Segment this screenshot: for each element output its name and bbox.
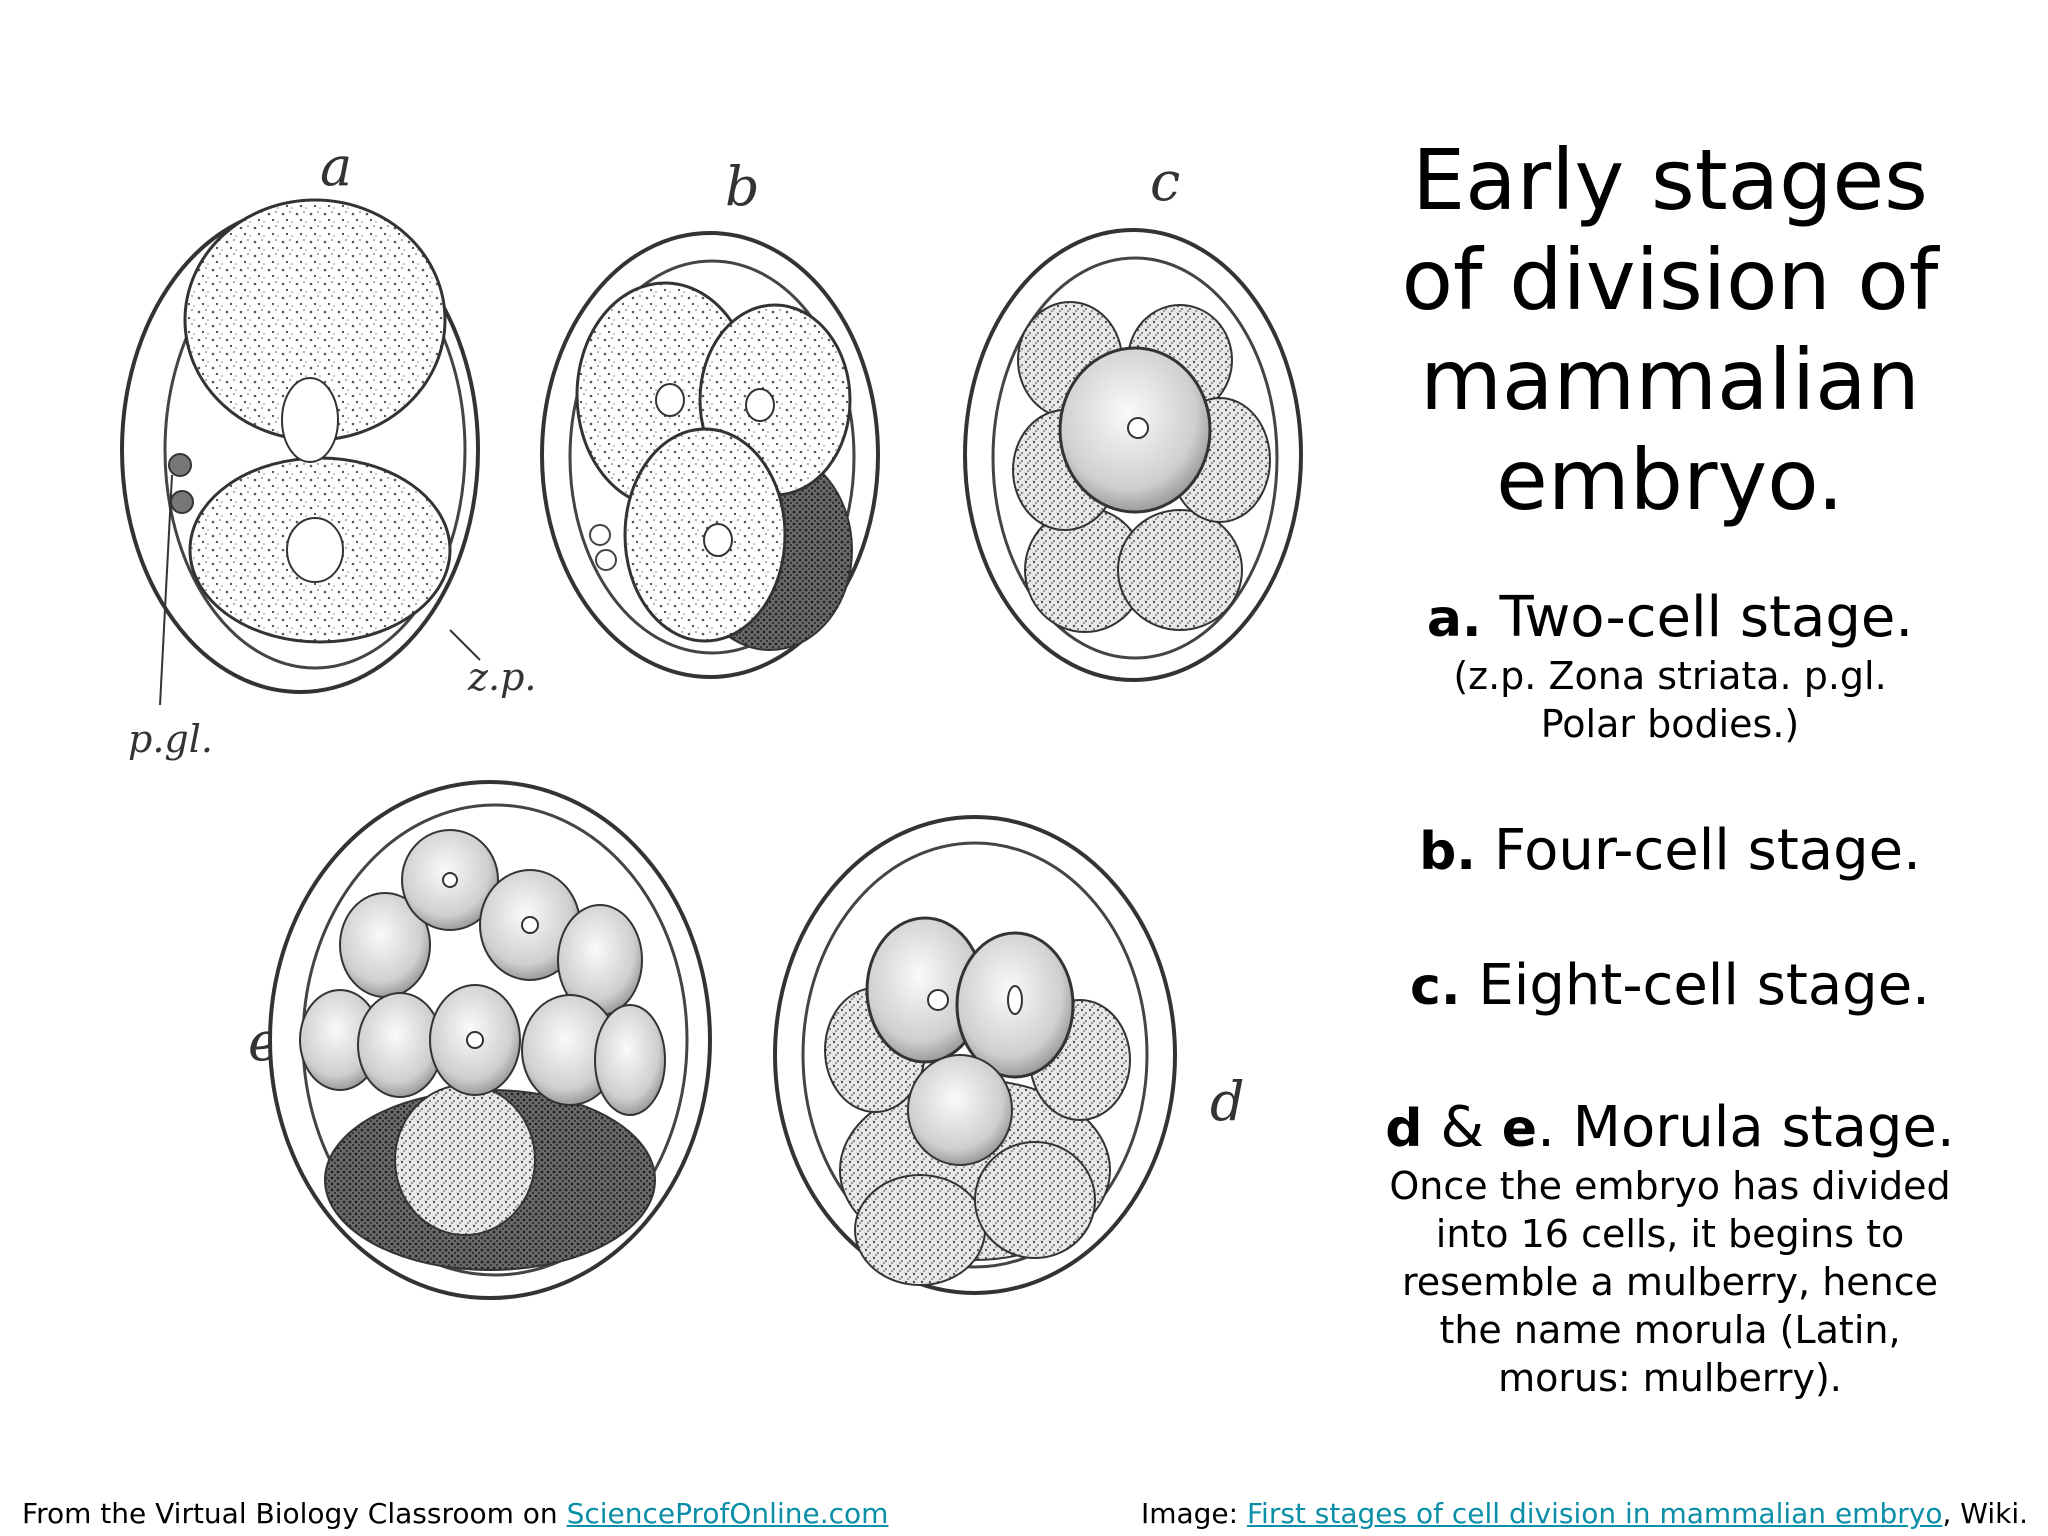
stage-de-note: Once the embryo has divided into 16 cell…: [1370, 1162, 1970, 1402]
stage-de-label: . Morula stage.: [1537, 1095, 1955, 1160]
stage-d-embryo: d: [773, 815, 1245, 1295]
stage-d-cell: [974, 1141, 1096, 1259]
stage-c-label: Eight-cell stage.: [1478, 953, 1930, 1018]
stage-a-label: Two-cell stage.: [1499, 585, 1914, 650]
stage-a-upper-nucleus: [281, 377, 339, 463]
stage-e-nucleus: [521, 916, 539, 934]
polar-body-icon: [168, 453, 192, 477]
stage-a-letter-text: a.: [1426, 589, 1482, 649]
stage-d-nucleus: [1007, 985, 1023, 1015]
image-source-link[interactable]: First stages of cell division in mammali…: [1246, 1497, 1943, 1530]
stage-b-embryo: b: [540, 155, 880, 679]
stage-d-letter-text: d: [1385, 1099, 1423, 1159]
stage-de-note-line: the name morula (Latin,: [1439, 1308, 1901, 1352]
stage-a-embryo: a p.gl. z.p.: [120, 135, 537, 761]
stage-b-nucleus: [655, 383, 685, 417]
polar-body-icon: [170, 490, 194, 514]
stage-b-heading: b. Four-cell stage.: [1370, 818, 1970, 885]
stage-c-description: c. Eight-cell stage.: [1370, 953, 1970, 1020]
title-line: embryo.: [1496, 431, 1844, 529]
stage-b-letter: b: [725, 155, 760, 218]
stage-e-letter-text: e: [1501, 1099, 1538, 1159]
stage-b-letter-text: b.: [1419, 822, 1477, 882]
page-title: Early stages of division of mammalian em…: [1370, 130, 1970, 530]
stage-c-cell: [1117, 509, 1243, 631]
footer-left: From the Virtual Biology Classroom on Sc…: [22, 1496, 888, 1532]
stage-e-cell: [594, 1004, 666, 1116]
title-block: Early stages of division of mammalian em…: [1370, 130, 1970, 530]
stage-c-letter-text: c.: [1410, 957, 1461, 1017]
title-line: mammalian: [1420, 331, 1920, 429]
stage-b-nucleus: [703, 523, 733, 557]
stage-de-heading: d & e. Morula stage.: [1370, 1095, 1970, 1162]
stage-d-letter: d: [1210, 1070, 1245, 1133]
stage-c-embryo: c: [963, 150, 1303, 682]
stage-c-heading: c. Eight-cell stage.: [1370, 953, 1970, 1020]
stage-a-heading: a. Two-cell stage.: [1370, 585, 1970, 652]
stage-e-cell: [394, 1084, 536, 1236]
scienceprof-link[interactable]: ScienceProfOnline.com: [566, 1497, 889, 1530]
stage-d-zona: [801, 841, 1149, 1269]
stage-e-nucleus: [442, 872, 458, 888]
polar-body-icon: [595, 549, 617, 571]
pgl-leader-line: [159, 474, 173, 706]
stage-b-zona: [568, 259, 856, 655]
stage-c-zona: [991, 256, 1279, 660]
stage-a-description: a. Two-cell stage. (z.p. Zona striata. p…: [1370, 585, 1970, 748]
stage-a-note-line: (z.p. Zona striata. p.gl.: [1453, 654, 1887, 698]
polar-body-icon: [589, 524, 611, 546]
stage-d-cell: [907, 1054, 1013, 1166]
stage-de-note-line: into 16 cells, it begins to: [1435, 1212, 1905, 1256]
stage-de-note-line: morus: mulberry).: [1498, 1356, 1842, 1400]
stage-c-letter: c: [1150, 150, 1180, 213]
zp-leader-line: [449, 629, 481, 661]
stage-b-label: Four-cell stage.: [1493, 818, 1921, 883]
embryo-illustration: a p.gl. z.p. b c: [120, 135, 1303, 1300]
footer-left-prefix: From the Virtual Biology Classroom on: [22, 1497, 567, 1530]
footer-right-prefix: Image:: [1140, 1497, 1247, 1530]
title-line: of division of: [1401, 231, 1939, 329]
pgl-label: p.gl.: [128, 717, 213, 761]
stage-de-description: d & e. Morula stage. Once the embryo has…: [1370, 1095, 1970, 1402]
stage-d-nucleus: [927, 989, 949, 1011]
stage-a-note-line: Polar bodies.): [1540, 702, 1800, 746]
stage-b-description: b. Four-cell stage.: [1370, 818, 1970, 885]
footer-right-suffix: , Wiki.: [1942, 1497, 2028, 1530]
ampersand: &: [1422, 1095, 1502, 1160]
title-line: Early stages: [1412, 131, 1928, 229]
stage-a-lower-nucleus: [286, 517, 344, 583]
stage-de-note-line: resemble a mulberry, hence: [1401, 1260, 1939, 1304]
stage-a-note: (z.p. Zona striata. p.gl. Polar bodies.): [1370, 652, 1970, 748]
stage-e-embryo: e: [248, 780, 712, 1300]
stage-b-nucleus: [745, 388, 775, 422]
stage-a-letter: a: [320, 135, 352, 198]
stage-d-cell: [854, 1174, 986, 1286]
stage-de-note-line: Once the embryo has divided: [1389, 1164, 1951, 1208]
footer-right: Image: First stages of cell division in …: [1141, 1496, 2028, 1532]
stage-e-nucleus: [466, 1031, 484, 1049]
zp-label: z.p.: [467, 655, 537, 699]
stage-c-nucleus: [1127, 417, 1149, 439]
